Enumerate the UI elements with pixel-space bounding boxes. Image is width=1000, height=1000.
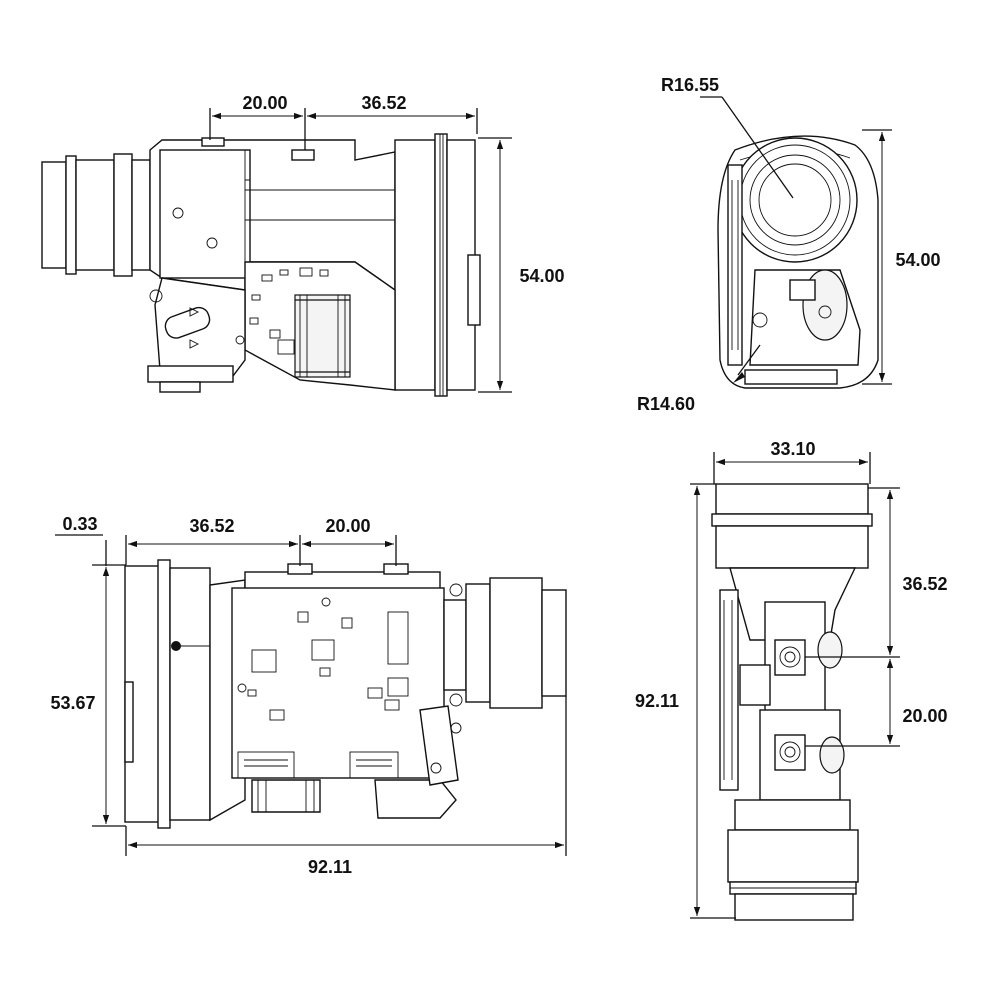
- radius-r16-55: R16.55: [661, 75, 719, 95]
- dim-20-00-side: 20.00: [902, 706, 947, 726]
- dim-20-00: 20.00: [242, 93, 287, 113]
- top-view-bottom-right: 33.10 92.11 36.52 20.00: [635, 439, 948, 921]
- dim-36-52-side: 36.52: [902, 574, 947, 594]
- dim-36-52-bottom: 36.52: [189, 516, 234, 536]
- side-view-bottom-left: 0.33 53.67 36.52 20.00 92.11: [50, 514, 567, 877]
- side-view-top-left: 20.00 36.52 54.00: [41, 93, 565, 397]
- dim-33-10: 33.10: [770, 439, 815, 459]
- dim-0-33: 0.33: [62, 514, 97, 534]
- dim-54-00-front: 54.00: [895, 250, 940, 270]
- dim-53-67: 53.67: [50, 693, 95, 713]
- dim-20-00-bottom: 20.00: [325, 516, 370, 536]
- dim-54-00: 54.00: [519, 266, 564, 286]
- front-view-top-right: R16.55 R14.60 54.00: [637, 75, 941, 414]
- radius-r14-60: R14.60: [637, 394, 695, 414]
- dim-92-11-bottom: 92.11: [308, 857, 352, 877]
- dim-92-11-side: 92.11: [635, 691, 679, 711]
- dim-36-52: 36.52: [361, 93, 406, 113]
